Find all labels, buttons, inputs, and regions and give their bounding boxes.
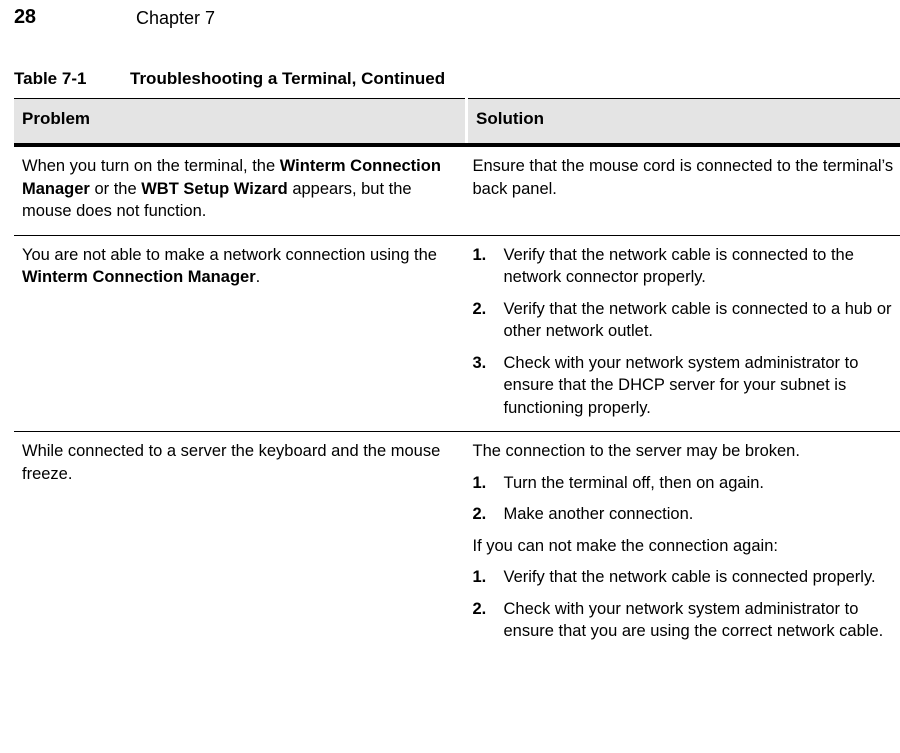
cell-problem: When you turn on the terminal, the Winte… <box>14 145 467 236</box>
plain-text: You are not able to make a network conne… <box>22 245 437 264</box>
chapter-label: Chapter 7 <box>136 8 216 28</box>
step-text: Verify that the network cable is connect… <box>503 299 892 341</box>
cell-solution: The connection to the server may be brok… <box>467 432 900 655</box>
running-head: 28 Chapter 7 <box>0 4 900 34</box>
table-header-row: Problem Solution <box>14 98 900 147</box>
solution-step: 1. Verify that the network cable is conne… <box>473 244 900 289</box>
plain-text: or the <box>89 179 142 198</box>
step-number: 3. <box>472 353 487 372</box>
solution-paragraph: If you can not make the connection again… <box>472 536 778 555</box>
cell-problem: You are not able to make a network conne… <box>14 235 467 432</box>
step-text: Verify that the network cable is connect… <box>503 568 876 586</box>
plain-text: . <box>255 268 261 286</box>
solution-step: 2. Check with your network system adminis… <box>473 598 900 643</box>
step-number: 2. <box>472 505 487 523</box>
plain-text: While connected to a server the keyboard… <box>22 442 441 483</box>
solution-step-list: 1. Verify that the network cable is conne… <box>473 566 900 643</box>
table-block: Table 7-1 Troubleshooting a Terminal, Con… <box>14 68 900 655</box>
emphasis-text: WBT Setup Wizard <box>141 179 288 198</box>
step-number: 2. <box>472 599 487 618</box>
table-caption-number: Table 7-1 <box>14 69 87 88</box>
page-number: 28 <box>14 6 36 28</box>
problem-text: You are not able to make a network conne… <box>22 244 453 289</box>
solution-step: 1. Turn the terminal off, then on again. <box>473 472 900 495</box>
table-head: Problem Solution <box>14 98 900 147</box>
table-row: While connected to a server the keyboard… <box>14 432 900 655</box>
plain-text: appears, but the mouse does not function… <box>22 179 412 221</box>
step-number: 1. <box>472 245 487 264</box>
column-header-solution: Solution <box>466 98 900 147</box>
problem-text: While connected to a server the keyboard… <box>22 440 453 485</box>
step-text: Verify that the network cable is connect… <box>503 245 854 287</box>
table-caption-title: Troubleshooting a Terminal, Continued <box>130 69 446 88</box>
table-caption: Table 7-1 Troubleshooting a Terminal, Con… <box>14 68 884 98</box>
solution-step: 2. Make another connection. <box>473 503 900 526</box>
solution-step-list: 1. Turn the terminal off, then on again. 2… <box>473 472 900 526</box>
plain-text: When you turn on the terminal, the <box>22 157 280 175</box>
solution-paragraph: Ensure that the mouse cord is connected … <box>472 157 894 198</box>
table-body: When you turn on the terminal, the Winte… <box>14 145 900 655</box>
problem-text: When you turn on the terminal, the Winte… <box>22 155 453 223</box>
table-row: You are not able to make a network conne… <box>14 235 900 432</box>
solution-paragraph: The connection to the server may be brok… <box>472 442 800 460</box>
step-number: 1. <box>472 568 487 586</box>
emphasis-text: Winterm Connection Manager <box>22 268 256 286</box>
column-header-problem: Problem <box>14 98 468 147</box>
troubleshooting-table: Problem Solution When you turn on the te… <box>14 98 900 655</box>
solution-step: 2. Verify that the network cable is conne… <box>473 298 900 343</box>
step-number: 1. <box>472 473 487 492</box>
solution-step: 1. Verify that the network cable is conne… <box>473 566 900 589</box>
step-text: Make another connection. <box>503 505 694 523</box>
step-text: Turn the terminal off, then on again. <box>503 473 765 492</box>
table-row: When you turn on the terminal, the Winte… <box>14 145 900 236</box>
solution-step: 3. Check with your network system adminis… <box>473 352 900 420</box>
cell-problem: While connected to a server the keyboard… <box>14 432 467 655</box>
emphasis-text: Winterm Connection Manager <box>22 157 441 198</box>
solution-step-list: 1. Verify that the network cable is conne… <box>473 244 900 420</box>
cell-solution: 1. Verify that the network cable is conne… <box>466 235 900 432</box>
step-number: 2. <box>472 299 487 318</box>
step-text: Check with your network system administr… <box>503 599 884 641</box>
step-text: Check with your network system administr… <box>503 353 859 417</box>
cell-solution: Ensure that the mouse cord is connected … <box>466 145 900 236</box>
